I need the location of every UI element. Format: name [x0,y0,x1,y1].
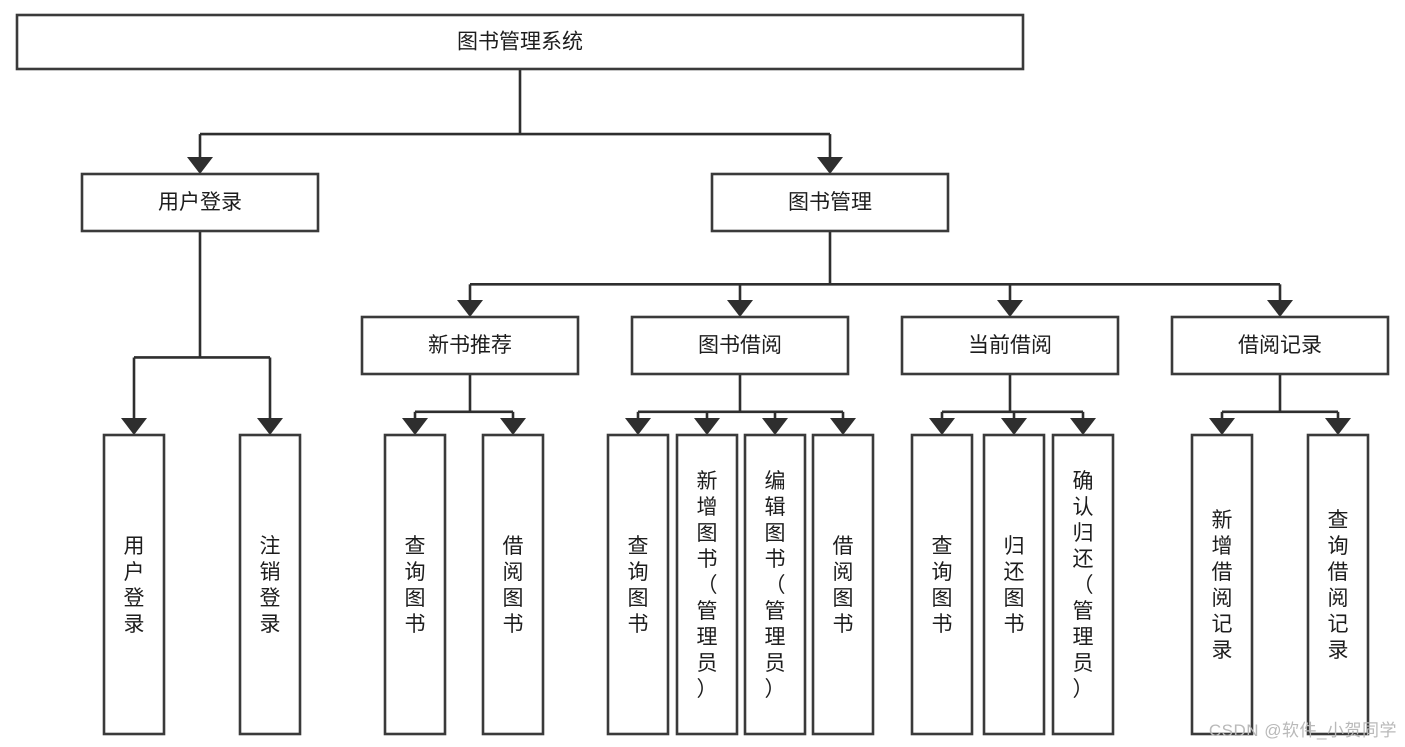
node-leaf_add_book[interactable]: 新增图书（管理员） [675,433,739,736]
node-leaf_query_book_3[interactable]: 查询图书 [910,433,974,736]
node-label: 查询借阅记录 [1328,509,1349,662]
node-label: 查询图书 [405,535,426,636]
node-label: 查询图书 [628,535,649,636]
csdn-watermark: CSDN @软件_小贺同学 [1208,721,1397,740]
edge-group-current_borrow [929,374,1096,435]
edge-group-book_mgmt [457,231,1293,317]
node-label: 查询图书 [932,535,953,636]
edge-group-user_login [121,231,283,435]
edges-layer [121,69,1351,435]
node-leaf_user_login[interactable]: 用户登录 [102,433,166,736]
node-label: 借阅图书 [503,535,524,636]
node-book_borrow[interactable]: 图书借阅 [630,315,850,376]
node-leaf_confirm_return[interactable]: 确认归还（管理员） [1051,433,1115,736]
node-label: 用户登录 [124,535,145,636]
node-label: 注销登录 [260,535,281,636]
node-label: 新增图书（管理员） [697,470,718,701]
nodes-layer: 图书管理系统用户登录图书管理新书推荐图书借阅当前借阅借阅记录用户登录注销登录查询… [15,13,1390,736]
node-label: 图书管理 [788,191,872,214]
node-label: 归还图书 [1004,535,1025,636]
node-current_borrow[interactable]: 当前借阅 [900,315,1120,376]
edge-group-book_borrow [625,374,856,435]
node-leaf_query_book_2[interactable]: 查询图书 [606,433,670,736]
node-leaf_borrow_book_2[interactable]: 借阅图书 [811,433,875,736]
node-label: 图书借阅 [698,334,782,357]
node-leaf_edit_book[interactable]: 编辑图书（管理员） [743,433,807,736]
edge-group-root [187,69,843,174]
node-root[interactable]: 图书管理系统 [15,13,1025,71]
node-label: 借阅图书 [833,535,854,636]
edge-group-new_book_rec [402,374,526,435]
node-user_login[interactable]: 用户登录 [80,172,320,233]
node-label: 借阅记录 [1238,334,1322,357]
node-leaf_logout[interactable]: 注销登录 [238,433,302,736]
node-leaf_query_book_1[interactable]: 查询图书 [383,433,447,736]
node-new_book_rec[interactable]: 新书推荐 [360,315,580,376]
node-leaf_return_book[interactable]: 归还图书 [982,433,1046,736]
node-book_mgmt[interactable]: 图书管理 [710,172,950,233]
node-label: 新书推荐 [428,334,512,357]
node-leaf_add_record[interactable]: 新增借阅记录 [1190,433,1254,736]
node-label: 用户登录 [158,191,242,214]
node-leaf_query_record[interactable]: 查询借阅记录 [1306,433,1370,736]
node-borrow_record[interactable]: 借阅记录 [1170,315,1390,376]
node-label: 新增借阅记录 [1212,509,1233,662]
node-label: 编辑图书（管理员） [765,470,786,701]
node-label: 图书管理系统 [457,31,583,54]
node-label: 当前借阅 [968,334,1052,357]
node-leaf_borrow_book_1[interactable]: 借阅图书 [481,433,545,736]
node-label: 确认归还（管理员） [1073,470,1094,701]
edge-group-borrow_record [1209,374,1351,435]
